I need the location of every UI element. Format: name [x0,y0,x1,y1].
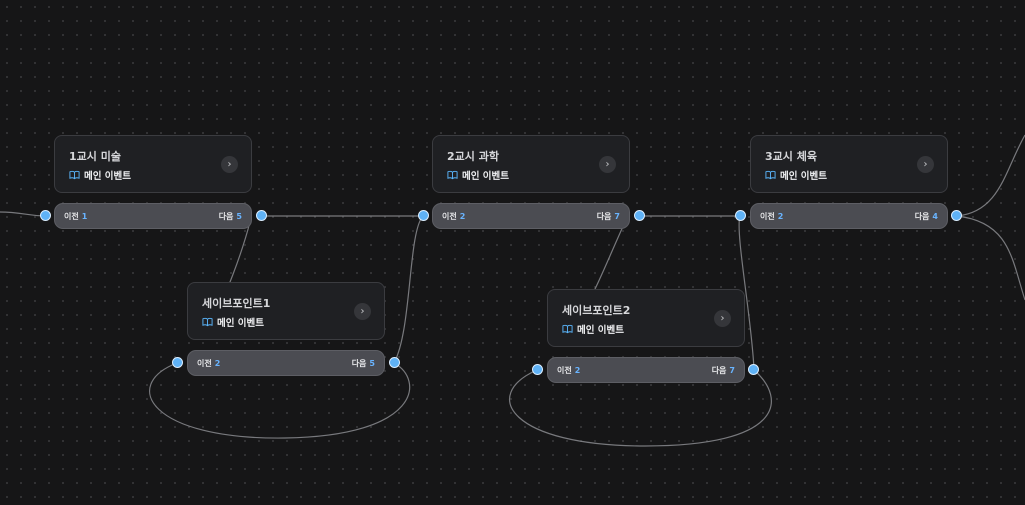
book-icon [447,170,458,180]
node-card[interactable]: 2교시 과학 메인 이벤트 › [432,135,630,193]
next-number: 5 [236,211,242,221]
connector-port-out[interactable] [389,357,400,368]
node-title: 1교시 미술 [69,150,121,163]
connector-port-in[interactable] [735,210,746,221]
node-subtitle: 메인 이벤트 [447,168,509,182]
connector-port-in[interactable] [172,357,183,368]
node-subtitle-text: 메인 이벤트 [577,325,625,336]
chevron-right-icon[interactable]: › [714,310,731,327]
node-title: 세이브포인트1 [202,297,271,310]
prev-label: 이전 [442,211,457,221]
connector-port-out[interactable] [748,364,759,375]
connector-port-in[interactable] [418,210,429,221]
next-label: 다음 [218,211,234,221]
node-subtitle-text: 메인 이벤트 [217,318,265,329]
book-icon [69,170,80,180]
connector-port-out[interactable] [634,210,645,221]
wire-3-out-bottom [956,215,1025,301]
next-label: 다음 [711,365,727,375]
prev-label: 이전 [197,358,212,368]
chevron-right-icon[interactable]: › [221,156,238,173]
node-subtitle-text: 메인 이벤트 [462,171,510,182]
book-icon [562,324,573,334]
connector-port-in[interactable] [40,210,51,221]
node-title: 3교시 체육 [765,150,817,163]
chevron-right-icon[interactable]: › [917,156,934,173]
node-card[interactable]: 세이브포인트2 메인 이벤트 › [547,289,745,347]
connector-port-in[interactable] [532,364,543,375]
chevron-right-icon[interactable]: › [354,303,371,320]
book-icon [765,170,776,180]
connector-port-out[interactable] [256,210,267,221]
node-title: 2교시 과학 [447,150,499,163]
next-number: 4 [932,211,938,221]
prev-number: 2 [574,365,581,375]
next-number: 5 [369,358,375,368]
next-label: 다음 [914,211,930,221]
next-label: 다음 [596,211,612,221]
prev-label: 이전 [760,211,775,221]
wire-3-out-top [956,134,1025,217]
node-subtitle: 메인 이벤트 [765,168,827,182]
node-subtitle-text: 메인 이벤트 [84,171,132,182]
next-label: 다음 [351,358,367,368]
connector-port-out[interactable] [951,210,962,221]
node-subtitle: 메인 이벤트 [562,322,624,336]
prev-label: 이전 [557,365,572,375]
prev-number: 2 [777,211,784,221]
node-card[interactable]: 1교시 미술 메인 이벤트 › [54,135,252,193]
wire-2-save2 [591,221,626,296]
wire-save1-2 [393,215,424,364]
node-card[interactable]: 3교시 체육 메인 이벤트 › [750,135,948,193]
node-card[interactable]: 세이브포인트1 메인 이벤트 › [187,282,385,340]
node-title: 세이브포인트2 [562,304,631,317]
node-subtitle: 메인 이벤트 [202,315,264,329]
prev-number: 1 [81,211,88,221]
node-subtitle: 메인 이벤트 [69,168,131,182]
prev-label: 이전 [64,211,79,221]
prev-number: 2 [459,211,466,221]
book-icon [202,317,213,327]
chevron-right-icon[interactable]: › [599,156,616,173]
wire-in-1 [0,211,46,217]
next-number: 7 [614,211,620,221]
node-subtitle-text: 메인 이벤트 [780,171,828,182]
next-number: 7 [729,365,735,375]
prev-number: 2 [214,358,221,368]
